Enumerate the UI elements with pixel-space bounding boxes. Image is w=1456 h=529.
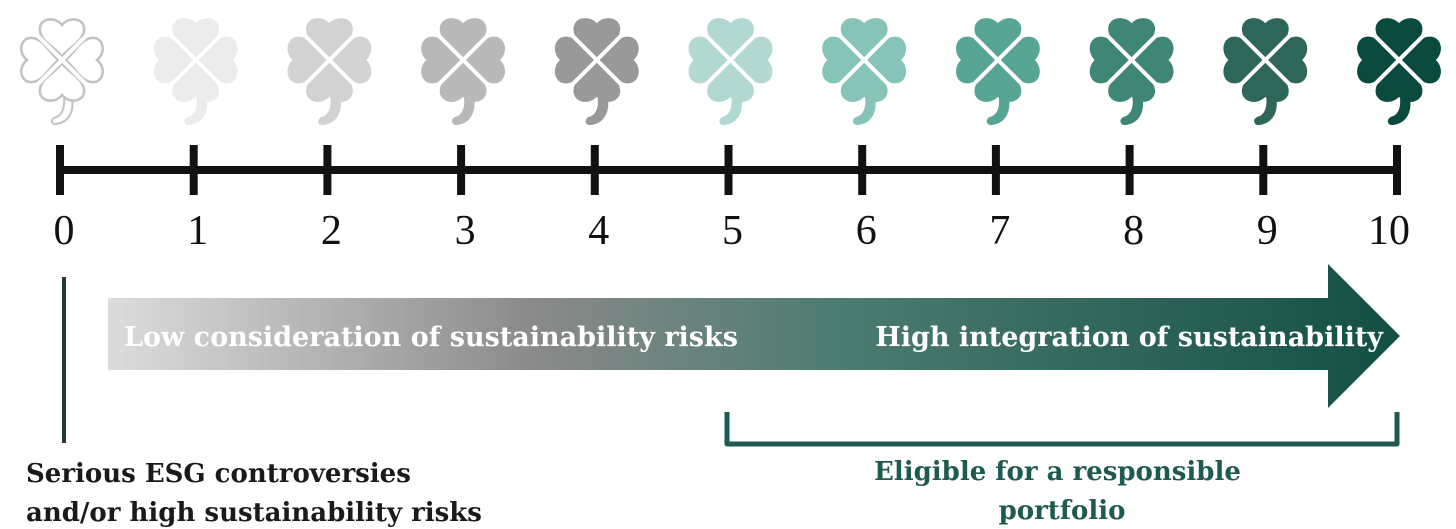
score-label-2: 2 [321, 208, 342, 254]
score-label-8: 8 [1123, 208, 1144, 254]
eligible-bracket [724, 412, 1400, 447]
clover-gap [431, 28, 495, 92]
clover-gap [1367, 28, 1431, 92]
clover-icon-9 [1223, 18, 1308, 126]
clover-icon-0 [20, 18, 104, 126]
clover-row [20, 18, 1441, 126]
score-label-4: 4 [588, 208, 609, 254]
controversy-caption: Serious ESG controversies and/or high su… [26, 459, 482, 528]
arrow-left-text: Low consideration of sustainability risk… [124, 322, 738, 353]
arrow-right-text: High integration of sustainability [875, 322, 1384, 353]
score-label-6: 6 [856, 208, 877, 254]
clover-stem [853, 97, 876, 126]
score-label-7: 7 [989, 208, 1010, 254]
clover-icon-6 [822, 18, 907, 126]
clover-icon-3 [421, 18, 506, 126]
clover-gap [1100, 28, 1164, 92]
clover-stem [184, 97, 208, 126]
score-label-3: 3 [455, 208, 476, 254]
eligible-caption: Eligible for a responsible portfolio [874, 457, 1250, 526]
score-axis [56, 145, 1401, 195]
score-label-5: 5 [722, 208, 743, 254]
clover-stem [986, 97, 1010, 126]
score-label-1: 1 [187, 208, 208, 254]
eligible-caption-line-2: portfolio [999, 496, 1126, 526]
eligible-caption-line-1: Eligible for a responsible [874, 457, 1241, 487]
clover-icon-10 [1357, 18, 1441, 126]
clover-stem [1387, 97, 1411, 126]
clover-gap [1233, 28, 1297, 92]
clover-stem [50, 97, 74, 126]
score-label-9: 9 [1257, 208, 1278, 254]
clover-gap [30, 28, 94, 92]
clover-icon-1 [153, 18, 238, 126]
clover-icon-8 [1089, 18, 1174, 126]
score-label-10: 10 [1368, 208, 1410, 254]
clover-gap [297, 28, 361, 92]
clover-icon-7 [955, 18, 1040, 126]
clover-stem [451, 97, 475, 126]
clover-icon-5 [688, 18, 773, 126]
clover-gap [565, 28, 629, 92]
clover-stem [1120, 97, 1144, 126]
clover-stem [318, 97, 341, 126]
clover-gap [699, 28, 762, 92]
clover-stem [585, 97, 609, 126]
controversy-caption-line-2: and/or high sustainability risks [26, 498, 482, 528]
sustainability-arrow: Low consideration of sustainability risk… [108, 264, 1400, 408]
clover-icon-4 [554, 18, 639, 126]
controversy-caption-line-1: Serious ESG controversies [26, 459, 411, 489]
score-labels: 0 1 2 3 4 5 6 7 8 9 10 [54, 208, 1411, 254]
clover-gap [966, 28, 1030, 92]
clover-gap [832, 28, 896, 92]
score-label-0: 0 [54, 208, 75, 254]
clover-stem [719, 97, 742, 126]
clover-icon-2 [287, 18, 372, 126]
gradient-arrow [108, 264, 1400, 408]
clover-gap [164, 28, 228, 92]
clover-stem [1254, 97, 1277, 126]
